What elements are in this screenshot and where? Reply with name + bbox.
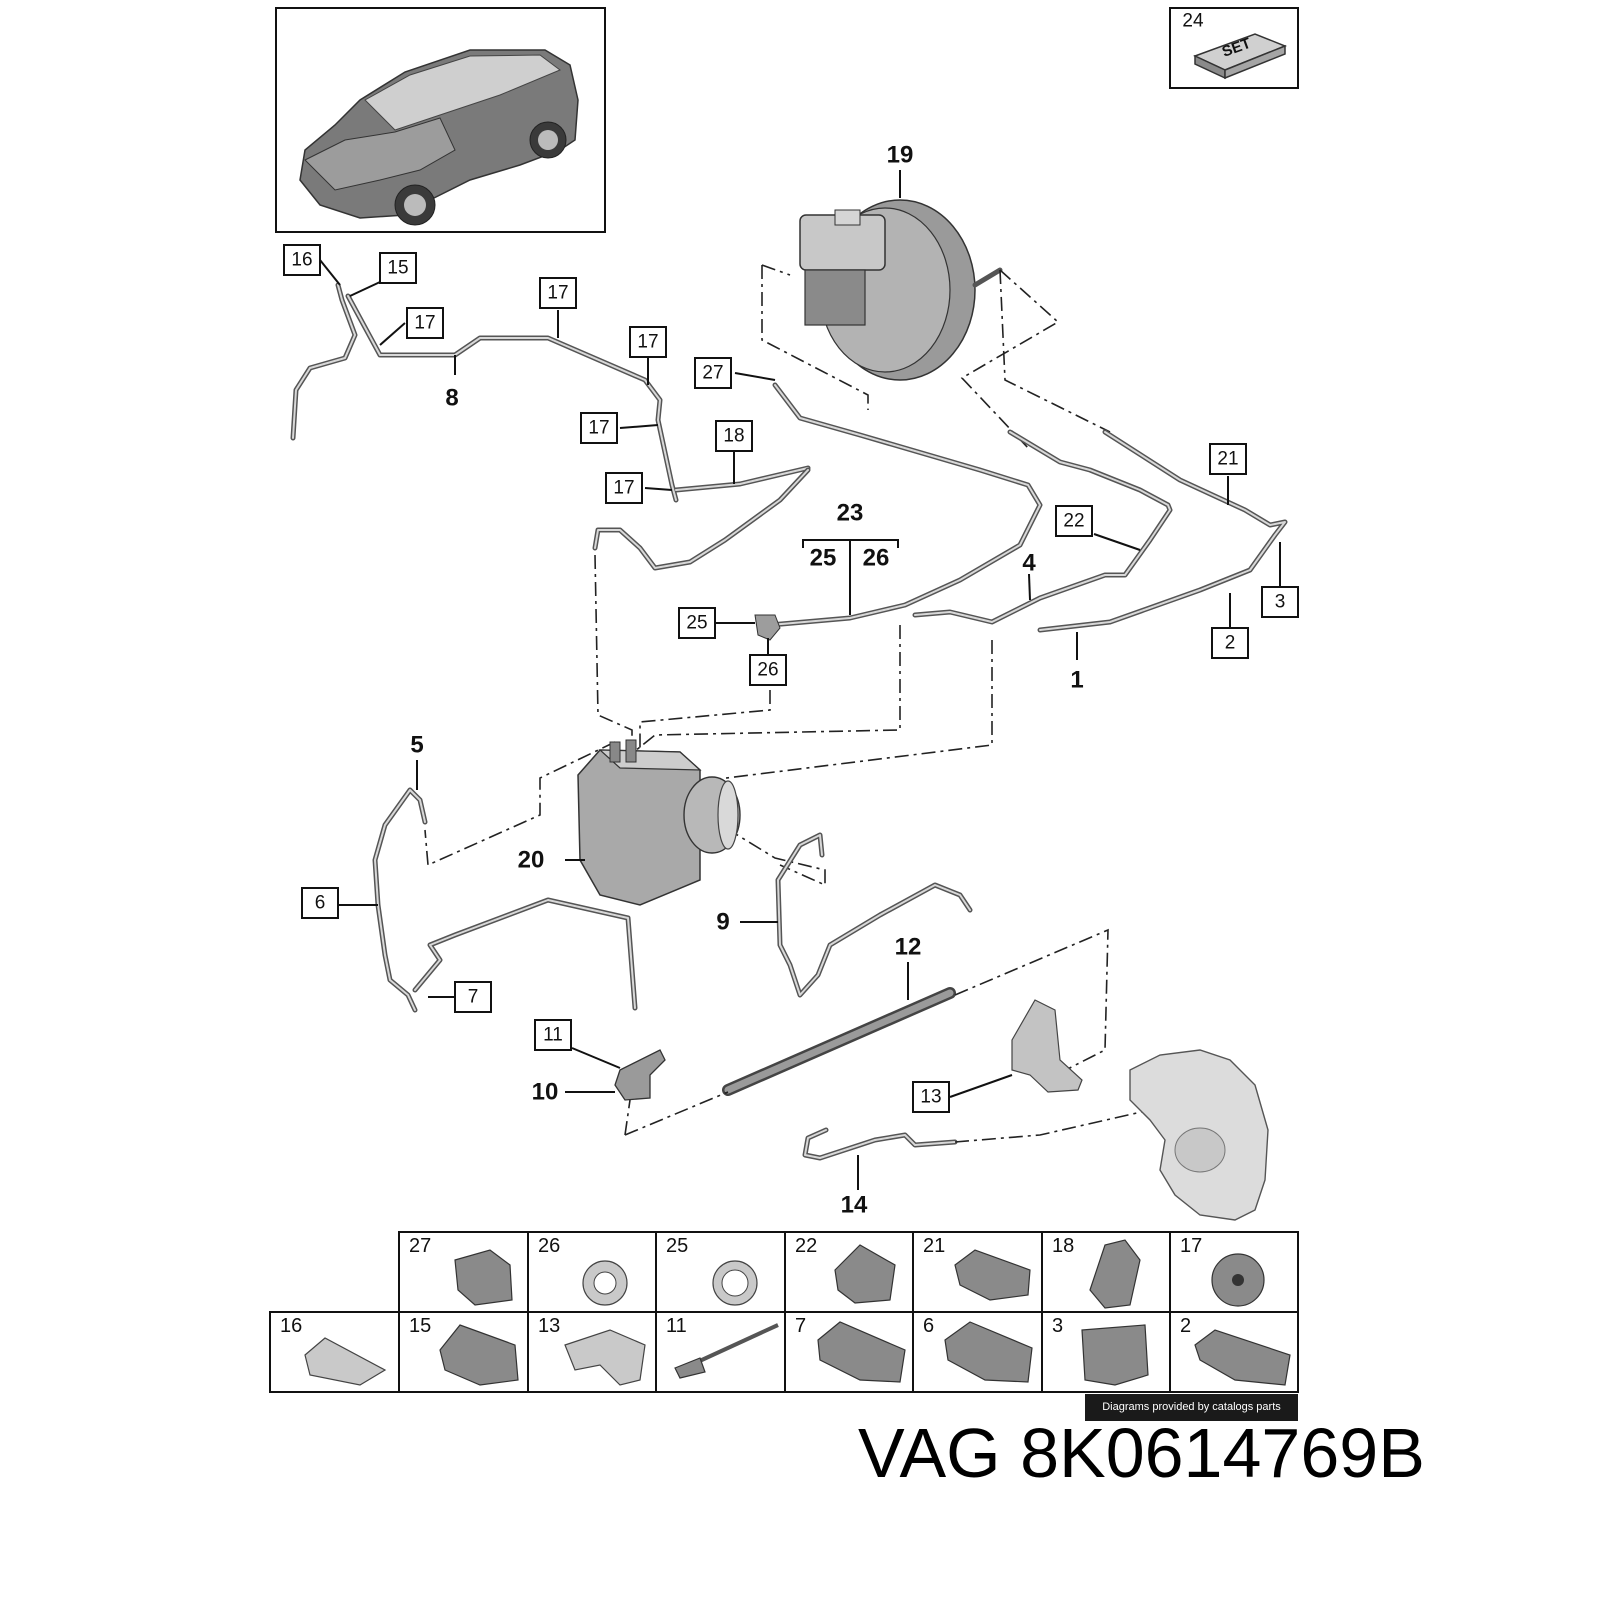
callout-23: 23 [837, 500, 864, 527]
brake-booster [799, 199, 1003, 381]
svg-text:7: 7 [468, 987, 479, 1008]
callout-15: 15 [379, 252, 417, 284]
callout-17b: 17 [406, 307, 444, 339]
svg-text:2: 2 [1180, 1315, 1191, 1337]
callout-26: 26 [749, 654, 787, 686]
grid-cell-3: 3 [1041, 1311, 1171, 1393]
grid-cell-17: 17 [1169, 1231, 1299, 1313]
callout-2: 2 [1211, 627, 1249, 659]
svg-text:25: 25 [666, 1235, 688, 1257]
svg-text:3: 3 [1052, 1315, 1063, 1337]
callout-8: 8 [445, 385, 458, 412]
svg-text:25: 25 [686, 613, 707, 634]
grid-cell-2: 2 [1169, 1311, 1299, 1393]
callout-27: 27 [694, 357, 732, 389]
svg-text:6: 6 [923, 1315, 934, 1337]
svg-text:16: 16 [280, 1315, 302, 1337]
svg-text:13: 13 [538, 1315, 560, 1337]
callout-17a: 17 [539, 277, 577, 309]
callout-7: 7 [454, 981, 492, 1013]
callout-13: 13 [912, 1081, 950, 1113]
callout-25-label: 25 [810, 545, 837, 572]
callout-5: 5 [410, 732, 423, 759]
svg-text:13: 13 [920, 1087, 941, 1108]
callout-20: 20 [518, 847, 545, 874]
svg-text:11: 11 [543, 1025, 563, 1046]
svg-text:17: 17 [637, 332, 658, 353]
grid-cell-27: 27 [398, 1231, 529, 1313]
grid-cell-25: 25 [655, 1231, 786, 1313]
svg-text:17: 17 [613, 478, 634, 499]
set-box-number: 24 [1182, 11, 1204, 32]
svg-text:22: 22 [795, 1235, 817, 1257]
svg-text:18: 18 [723, 426, 744, 447]
svg-text:22: 22 [1063, 511, 1084, 532]
suv-illustration [299, 49, 579, 226]
callout-26-label: 26 [863, 545, 890, 572]
grid-cell-18: 18 [1041, 1231, 1171, 1313]
svg-text:21: 21 [923, 1235, 945, 1257]
svg-text:27: 27 [702, 363, 723, 384]
callout-12: 12 [895, 934, 922, 961]
callout-18: 18 [715, 420, 753, 452]
callout-14: 14 [841, 1192, 868, 1219]
part-number-title: VAG 8K0614769B [858, 1414, 1425, 1492]
svg-text:17: 17 [414, 313, 435, 334]
grid-cell-11: 11 [655, 1311, 786, 1393]
diagram-credit: Diagrams provided by catalogs parts [1085, 1394, 1298, 1421]
callout-6: 6 [301, 887, 339, 919]
callout-3: 3 [1261, 586, 1299, 618]
abs-unit [577, 739, 741, 906]
callout-17c: 17 [629, 326, 667, 358]
svg-text:16: 16 [291, 250, 312, 271]
svg-text:2: 2 [1225, 633, 1236, 654]
callout-25: 25 [678, 607, 716, 639]
callout-4: 4 [1022, 550, 1036, 577]
svg-text:21: 21 [1217, 449, 1238, 470]
callout-1: 1 [1070, 667, 1083, 694]
set-box: 24 SET [1169, 7, 1299, 89]
svg-text:15: 15 [409, 1315, 431, 1337]
parts-grid: 27 26 25 22 21 18 17 16 15 13 11 7 6 3 2 [269, 1231, 1299, 1393]
vehicle-overview [275, 7, 606, 233]
svg-text:11: 11 [666, 1315, 687, 1337]
svg-text:26: 26 [538, 1235, 560, 1257]
callout-10: 10 [532, 1079, 559, 1106]
callout-11: 11 [534, 1019, 572, 1051]
callout-22: 22 [1055, 505, 1093, 537]
grid-cell-6: 6 [912, 1311, 1043, 1393]
grid-cell-21: 21 [912, 1231, 1043, 1313]
svg-text:17: 17 [588, 418, 609, 439]
svg-text:27: 27 [409, 1235, 431, 1257]
callout-19: 19 [887, 142, 914, 169]
svg-text:15: 15 [387, 258, 408, 279]
svg-text:17: 17 [1180, 1235, 1202, 1257]
grid-cell-7: 7 [784, 1311, 914, 1393]
grid-cell-22: 22 [784, 1231, 914, 1313]
svg-text:26: 26 [757, 660, 778, 681]
grid-cell-13: 13 [527, 1311, 657, 1393]
svg-text:17: 17 [547, 283, 568, 304]
grid-cell-15: 15 [398, 1311, 529, 1393]
brake-hose [722, 987, 956, 1096]
leaders [319, 170, 1281, 1190]
svg-text:6: 6 [315, 893, 326, 914]
callout-17e: 17 [605, 472, 643, 504]
svg-text:18: 18 [1052, 1235, 1074, 1257]
callout-9: 9 [716, 909, 729, 936]
brake-caliper [1129, 1049, 1269, 1221]
callout-17d: 17 [580, 412, 618, 444]
callout-16: 16 [283, 244, 321, 276]
svg-text:3: 3 [1275, 592, 1286, 613]
grid-cell-16: 16 [269, 1311, 400, 1393]
grid-cell-26: 26 [527, 1231, 657, 1313]
callout-21: 21 [1209, 443, 1247, 475]
svg-text:7: 7 [795, 1315, 806, 1337]
